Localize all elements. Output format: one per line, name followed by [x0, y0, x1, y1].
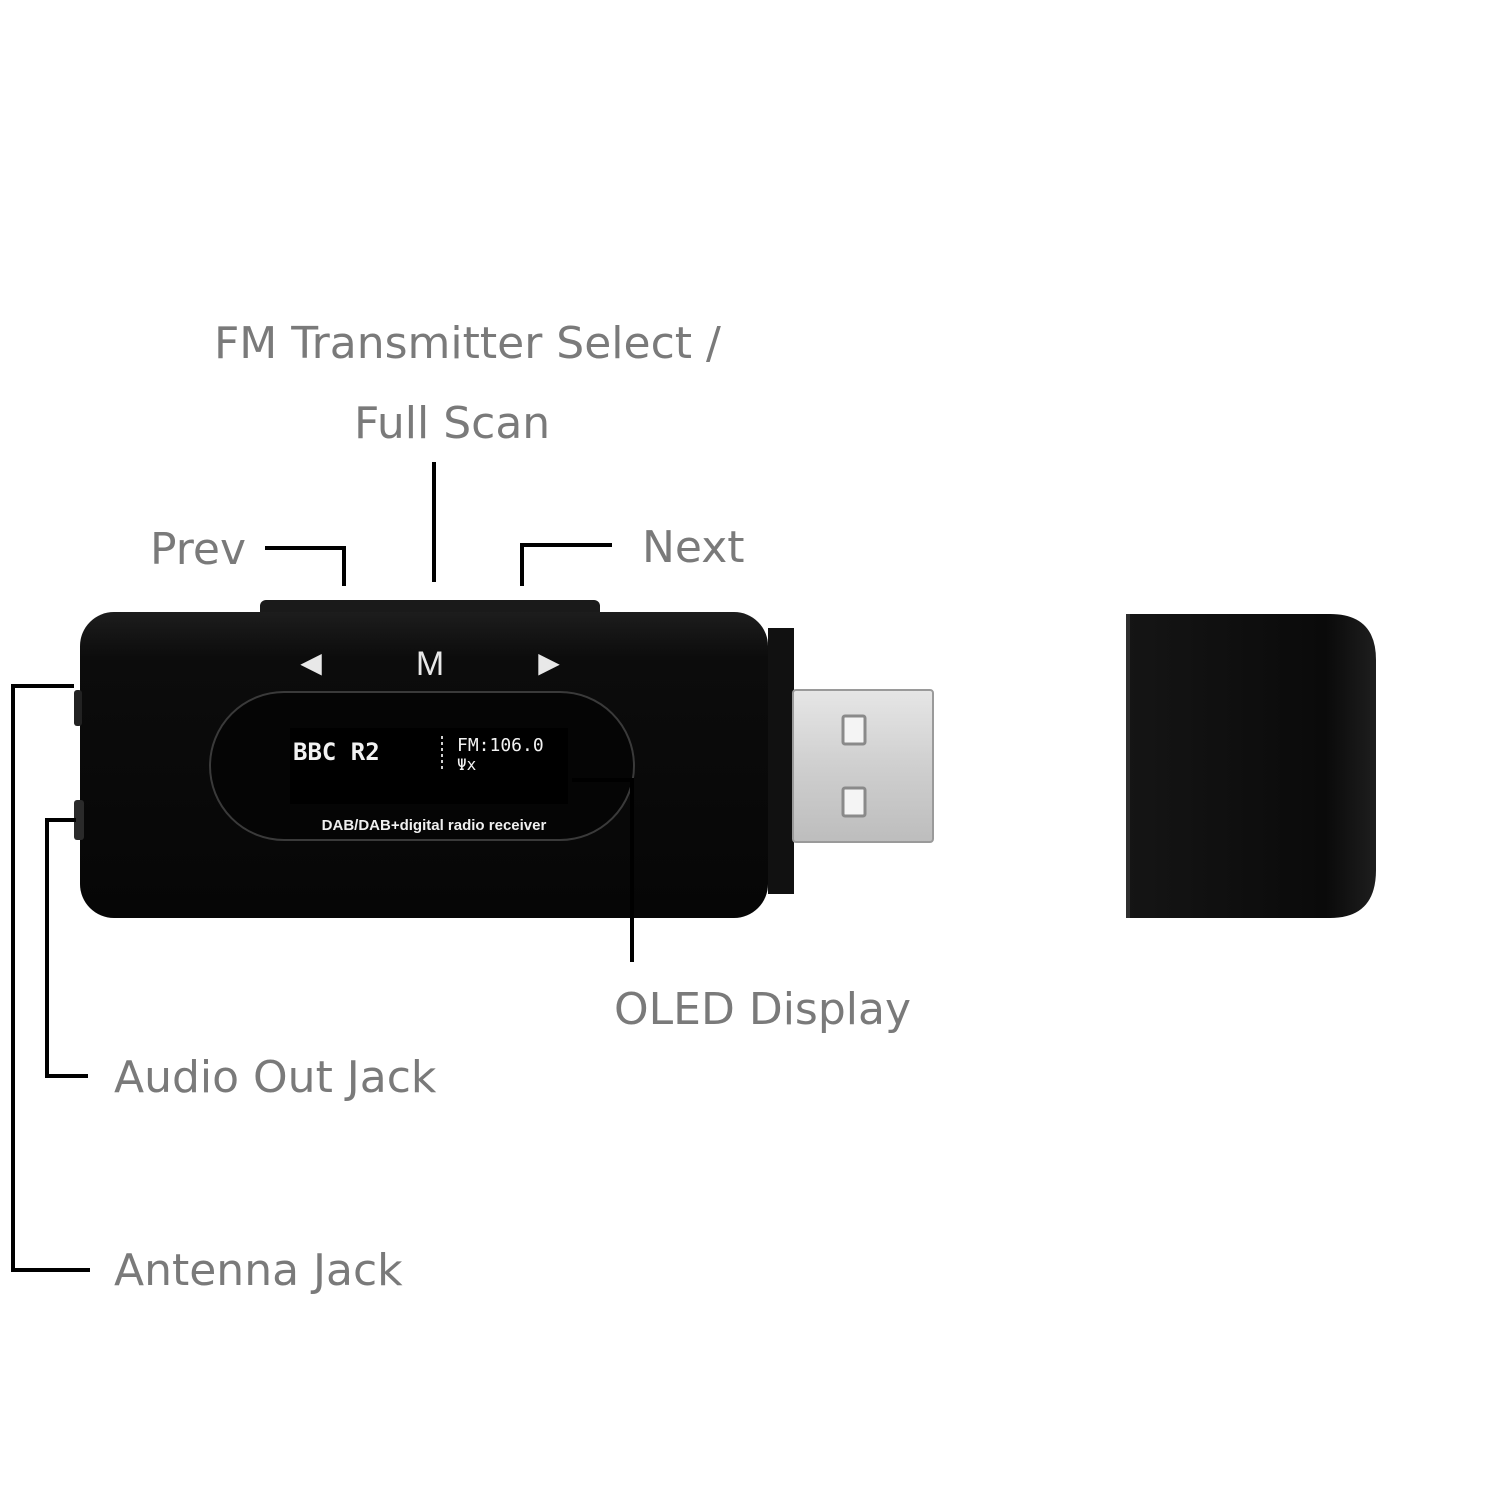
next-leader	[520, 543, 612, 586]
audio-jack-port	[74, 800, 84, 840]
callout-leaders	[11, 462, 634, 1272]
oled-window: BBC R2 FM:106.0 Ψx DAB/DAB+digital radio…	[209, 691, 635, 841]
oled-fm-frequency: FM:106.0	[457, 735, 544, 756]
audio-out-leader	[45, 818, 88, 1078]
callout-next: Next	[642, 522, 745, 573]
next-button-icon[interactable]: ▶	[538, 646, 560, 679]
antenna-jack-port	[74, 690, 82, 726]
usb-collar	[768, 628, 794, 894]
usb-connector	[768, 628, 934, 894]
mode-button-label[interactable]: M	[416, 645, 444, 683]
device-caption: DAB/DAB+digital radio receiver	[322, 817, 547, 834]
antenna-leader	[11, 684, 90, 1272]
usb-cap	[1126, 614, 1376, 918]
oled-tx-icon: Ψx	[457, 755, 477, 774]
callout-audio-out-jack: Audio Out Jack	[114, 1052, 437, 1103]
oled-station: BBC R2	[293, 738, 380, 766]
prev-button-icon[interactable]: ◀	[300, 646, 322, 679]
callout-prev: Prev	[150, 524, 246, 575]
callout-antenna-jack: Antenna Jack	[114, 1245, 403, 1296]
prev-leader	[265, 546, 346, 586]
cap-shell	[1126, 614, 1376, 918]
oled-leader	[572, 778, 634, 962]
callout-fm-select-line1: FM Transmitter Select /	[214, 318, 721, 369]
cap-rim	[1126, 614, 1130, 918]
callout-fm-select-line2: Full Scan	[354, 398, 551, 449]
usb-hole-top	[841, 714, 867, 746]
usb-hole-bottom	[841, 786, 867, 818]
callout-oled-display: OLED Display	[614, 984, 911, 1035]
usb-plug	[792, 689, 934, 843]
oled-screen	[290, 728, 568, 804]
